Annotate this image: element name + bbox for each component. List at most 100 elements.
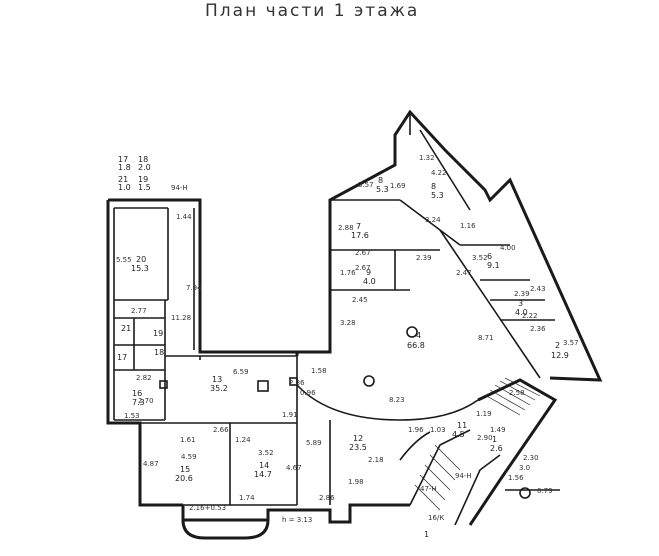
svg-text:2.36: 2.36 <box>530 325 546 333</box>
svg-text:1.5: 1.5 <box>138 183 151 192</box>
left-wing-walls <box>106 198 299 507</box>
svg-text:1: 1 <box>424 530 429 539</box>
svg-text:2.77: 2.77 <box>131 307 147 315</box>
svg-text:14: 14 <box>259 461 269 470</box>
room-10-label: 9 4.0 <box>363 268 376 286</box>
svg-text:1: 1 <box>492 435 497 444</box>
svg-text:7.94: 7.94 <box>186 284 202 292</box>
svg-text:8.71: 8.71 <box>478 334 494 342</box>
stair-label-4: 16/К <box>428 514 444 522</box>
svg-text:20: 20 <box>136 255 146 264</box>
room-7-label: 7 17.6 <box>351 222 369 240</box>
svg-text:1.24: 1.24 <box>235 436 251 444</box>
room-6-label: 6 9.1 <box>487 252 500 270</box>
svg-text:1.56: 1.56 <box>508 474 524 482</box>
room-12-label: 12 23.5 <box>349 434 367 452</box>
svg-text:2.43: 2.43 <box>530 285 546 293</box>
svg-text:9: 9 <box>366 268 371 277</box>
svg-text:3.0: 3.0 <box>519 464 530 472</box>
svg-text:2.90: 2.90 <box>477 434 493 442</box>
svg-text:5.89: 5.89 <box>306 439 322 447</box>
room-19-label: 19 <box>153 329 163 338</box>
svg-text:3.57: 3.57 <box>563 339 579 347</box>
svg-text:16: 16 <box>132 389 142 398</box>
svg-text:11: 11 <box>457 421 467 430</box>
svg-text:2.30: 2.30 <box>523 454 539 462</box>
svg-text:21: 21 <box>121 324 131 333</box>
svg-text:1.96: 1.96 <box>408 426 424 434</box>
svg-text:1.53: 1.53 <box>124 412 140 420</box>
svg-text:21: 21 <box>118 175 128 184</box>
svg-text:3.52: 3.52 <box>258 449 274 457</box>
svg-text:6.59: 6.59 <box>233 368 249 376</box>
svg-text:5.3: 5.3 <box>376 185 389 194</box>
svg-text:5.3: 5.3 <box>431 191 444 200</box>
room-16-label: 16 7.3 <box>132 389 145 407</box>
room-4-extra: 1 <box>424 530 429 539</box>
plan-title: План части 1 этажа <box>205 1 419 21</box>
svg-text:1.58: 1.58 <box>311 367 327 375</box>
svg-text:4.67: 4.67 <box>286 464 302 472</box>
room-18-label: 18 <box>154 348 164 357</box>
svg-text:11.28: 11.28 <box>171 314 191 322</box>
height-label: h = 3.13 <box>282 516 312 524</box>
svg-text:0.79: 0.79 <box>537 487 553 495</box>
svg-text:1.16: 1.16 <box>460 222 476 230</box>
svg-text:35.2: 35.2 <box>210 384 228 393</box>
svg-text:7: 7 <box>356 222 361 231</box>
svg-text:2.86: 2.86 <box>319 494 335 502</box>
svg-text:2.22: 2.22 <box>522 312 538 320</box>
svg-text:1.98: 1.98 <box>348 478 364 486</box>
svg-text:3.52: 3.52 <box>472 254 488 262</box>
svg-text:66.8: 66.8 <box>407 341 425 350</box>
svg-text:2.45: 2.45 <box>352 296 368 304</box>
right-wing-walls <box>159 109 603 499</box>
svg-text:4.59: 4.59 <box>181 453 197 461</box>
svg-text:2.66: 2.66 <box>213 426 229 434</box>
svg-text:13: 13 <box>212 375 222 384</box>
room-15-label: 15 20.6 <box>175 465 193 483</box>
svg-text:19: 19 <box>138 175 148 184</box>
room-1-label: 1 2.6 <box>490 435 503 453</box>
room-8-label: 8 5.3 <box>431 182 444 200</box>
svg-text:2.67: 2.67 <box>355 249 371 257</box>
svg-text:17.6: 17.6 <box>351 231 369 240</box>
svg-text:1.76: 1.76 <box>340 269 356 277</box>
room-13-label: 13 35.2 <box>210 375 228 393</box>
room-4-label: 4 66.8 <box>407 331 425 350</box>
svg-text:4.87: 4.87 <box>143 460 159 468</box>
room-11-label: 11 4.5 <box>452 421 467 439</box>
room-21-label: 21 <box>121 324 131 333</box>
svg-text:2.82: 2.82 <box>136 374 152 382</box>
svg-text:3: 3 <box>518 299 523 308</box>
svg-text:18: 18 <box>154 348 164 357</box>
room-labels: 20 15.3 21 19 17 18 16 7.3 15 20.6 14 14… <box>117 176 569 483</box>
svg-text:1.74: 1.74 <box>239 494 255 502</box>
dimension-labels: 5.55 7.94 11.28 1.44 2.77 2.82 2.70 1.53… <box>116 154 579 512</box>
svg-text:2.6: 2.6 <box>490 444 503 453</box>
svg-text:8: 8 <box>378 176 383 185</box>
svg-text:12: 12 <box>353 434 363 443</box>
svg-text:1.0: 1.0 <box>118 183 131 192</box>
svg-text:3.57: 3.57 <box>358 181 374 189</box>
svg-text:15.3: 15.3 <box>131 264 149 273</box>
svg-text:1.32: 1.32 <box>419 154 435 162</box>
svg-text:4: 4 <box>416 331 421 340</box>
svg-text:1.49: 1.49 <box>490 426 506 434</box>
svg-text:18: 18 <box>138 155 148 164</box>
svg-text:2.39: 2.39 <box>416 254 432 262</box>
svg-text:7.3: 7.3 <box>132 398 145 407</box>
svg-text:4.5: 4.5 <box>452 430 465 439</box>
svg-text:2.36: 2.36 <box>289 379 305 387</box>
svg-text:2.88: 2.88 <box>338 224 354 232</box>
stair-label-2: 94-Н <box>455 472 472 480</box>
svg-text:1.03: 1.03 <box>430 426 446 434</box>
svg-text:2.39: 2.39 <box>514 290 530 298</box>
svg-text:2.18: 2.18 <box>368 456 384 464</box>
staircase <box>409 377 560 526</box>
room-17-label: 17 <box>117 353 127 362</box>
svg-text:1.69: 1.69 <box>390 182 406 190</box>
svg-text:17: 17 <box>117 353 127 362</box>
svg-text:2.47: 2.47 <box>456 269 472 277</box>
